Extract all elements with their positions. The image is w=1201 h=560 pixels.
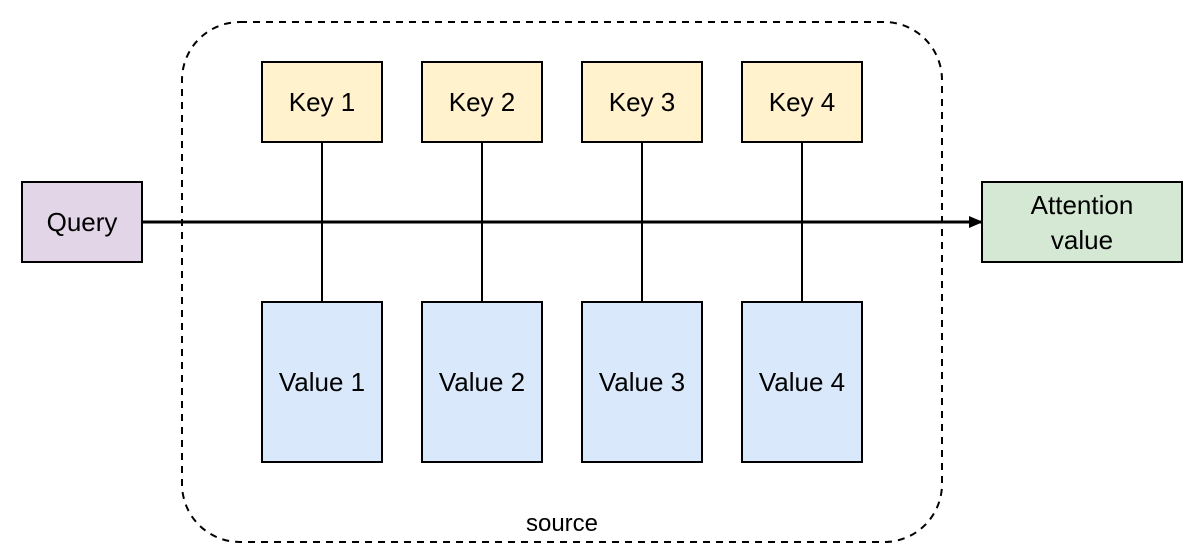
value-node-2: Value 2 <box>421 301 543 463</box>
key-node-4: Key 4 <box>741 61 863 143</box>
query-box <box>21 181 143 263</box>
value-node-3: Value 3 <box>581 301 703 463</box>
query-label: Query <box>47 207 118 237</box>
attention-value-label-line2: value <box>1051 225 1113 255</box>
source-group-border <box>181 21 943 543</box>
key-node-1: Key 1 <box>261 61 383 143</box>
attention-value-label-line1: Attention <box>1031 190 1134 220</box>
key-node-2: Key 2 <box>421 61 543 143</box>
value-box-2 <box>421 301 543 463</box>
value-label-4: Value 4 <box>759 367 845 397</box>
value-label-3: Value 3 <box>599 367 685 397</box>
key-box-1 <box>261 61 383 143</box>
source-group-label: source <box>526 510 598 537</box>
value-label-2: Value 2 <box>439 367 525 397</box>
key-box-4 <box>741 61 863 143</box>
key-box-3 <box>581 61 703 143</box>
key-node-3: Key 3 <box>581 61 703 143</box>
value-box-4 <box>741 301 863 463</box>
key-label-2: Key 2 <box>449 87 516 117</box>
value-node-4: Value 4 <box>741 301 863 463</box>
value-box-1 <box>261 301 383 463</box>
key-label-4: Key 4 <box>769 87 836 117</box>
attention-value-box <box>981 181 1183 263</box>
key-label-3: Key 3 <box>609 87 676 117</box>
value-box-3 <box>581 301 703 463</box>
key-box-2 <box>421 61 543 143</box>
attention-value-node: Attention value <box>981 181 1183 263</box>
value-node-1: Value 1 <box>261 301 383 463</box>
key-label-1: Key 1 <box>289 87 356 117</box>
query-node: Query <box>21 181 143 263</box>
value-label-1: Value 1 <box>279 367 365 397</box>
